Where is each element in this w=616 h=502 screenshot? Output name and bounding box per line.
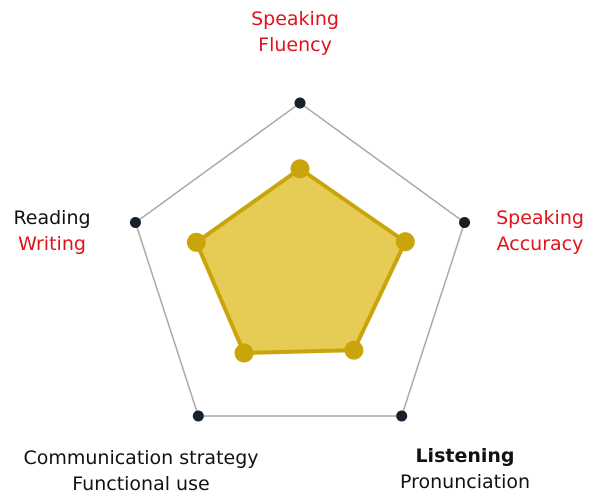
axis-label-reading-writing: Reading Writing [2, 205, 102, 257]
axis-label-line: Speaking [496, 207, 584, 229]
axis-label-line: Pronunciation [399, 471, 531, 493]
axis-label-line: Fluency [258, 34, 332, 56]
series-point-3 [234, 343, 254, 363]
series-point-2 [344, 340, 364, 360]
radar-vertex-0 [294, 97, 306, 109]
series-points [186, 159, 415, 363]
radar-vertex-2 [396, 410, 408, 422]
radar-vertex-4 [129, 217, 141, 229]
series-point-0 [290, 159, 310, 179]
radar-vertex-1 [459, 217, 471, 229]
axis-label-line: Functional use [72, 473, 210, 495]
series-point-1 [395, 232, 415, 252]
series-point-4 [186, 232, 206, 252]
axis-label-line: Reading [13, 207, 91, 229]
series-area [194, 166, 408, 355]
axis-label-line: Writing [18, 233, 86, 255]
radar-vertex-3 [192, 410, 204, 422]
axis-label-speaking-fluency: Speaking Fluency [195, 6, 395, 58]
axis-label-line: Listening [415, 445, 515, 467]
axis-label-line: Speaking [251, 8, 339, 30]
axis-label-line: Communication strategy [23, 447, 259, 469]
axis-label-speaking-accuracy: Speaking Accuracy [470, 205, 610, 257]
axis-label-listening-pronunciation: Listening Pronunciation [390, 443, 540, 495]
radar-vertex-markers [129, 97, 471, 422]
axis-label-communication-functional: Communication strategy Functional use [0, 445, 282, 497]
radar-outer-frame [134, 102, 466, 417]
axis-label-line: Accuracy [496, 233, 584, 255]
